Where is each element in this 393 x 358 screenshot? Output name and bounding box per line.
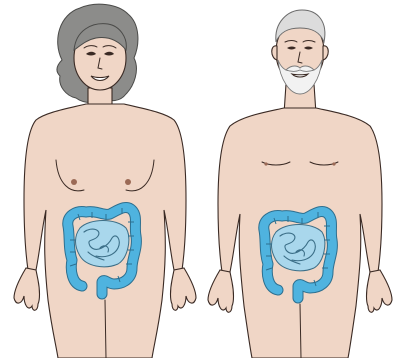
- female-nipple-left: [71, 179, 77, 185]
- male-figure: [208, 10, 392, 358]
- male-right-hand: [367, 270, 393, 312]
- female-nipple-right: [125, 179, 131, 185]
- male-left-hand: [208, 270, 234, 312]
- male-nipple-left: [264, 162, 267, 165]
- female-left-hand: [14, 268, 40, 310]
- male-ear-right: [323, 46, 328, 60]
- female-figure: [14, 4, 196, 358]
- male-ear-left: [272, 46, 277, 60]
- female-right-hand: [171, 268, 197, 310]
- male-nipple-right: [332, 162, 335, 165]
